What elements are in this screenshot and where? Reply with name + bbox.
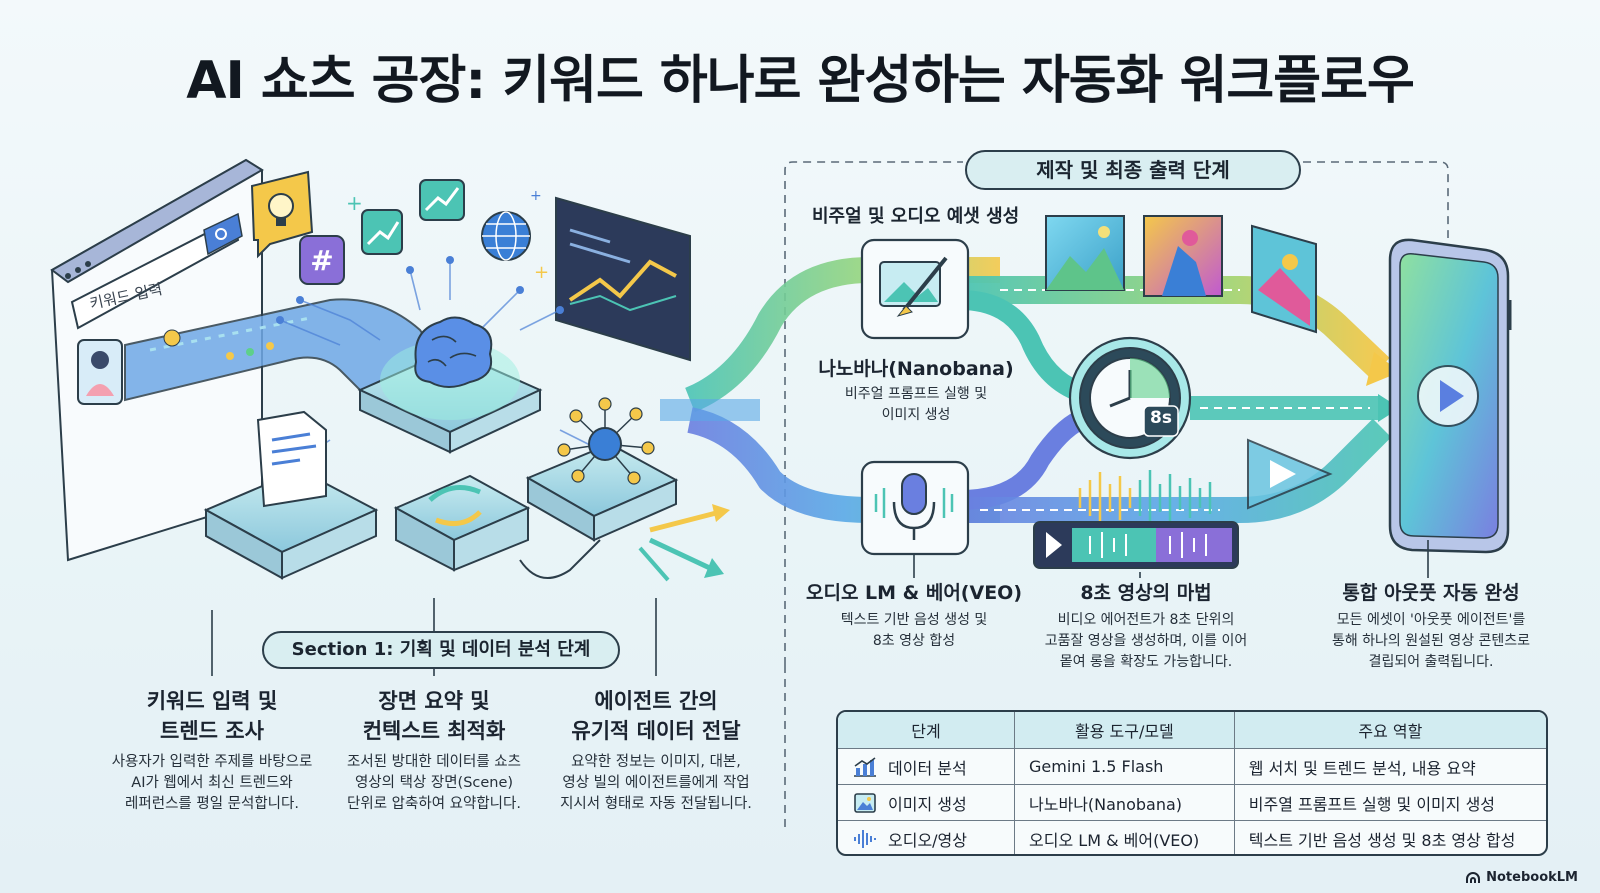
table-cell: 비주열 프롬프트 실행 및 이미지 생성 [1233, 785, 1546, 820]
table-row: 오디오/영상 오디오 LM & 베어(VEO) 텍스트 기반 음성 생성 및 8… [838, 820, 1546, 854]
step-keyword-trend: 키워드 입력 및 트렌드 조사 사용자가 입력한 주제를 바탕으로 AI가 웹에… [92, 686, 332, 815]
microphone-node [860, 460, 970, 556]
image-icon [854, 792, 876, 813]
section1-pill: Section 1: 기획 및 데이터 분석 단계 [262, 631, 620, 669]
desc-line: 비주얼 프롬프트 실행 및 [844, 386, 988, 402]
brand-name: NotebookLM [1486, 870, 1578, 885]
brand-watermark: NotebookLM [1465, 870, 1578, 885]
step-scene-summary: 장면 요약 및 컨텍스트 최적화 조서된 방대한 데이터를 쇼츠 영상의 택상 … [316, 686, 552, 815]
desc-line: 8초 영상 합성 [872, 633, 956, 649]
table-header-cell: 주요 역할 [1233, 712, 1546, 748]
step-title: 트렌드 조사 [160, 719, 264, 743]
image-thumb-2 [1143, 215, 1223, 297]
node-title: 8초 영상의 마법 [1080, 582, 1212, 604]
lightbulb-icon [250, 170, 314, 259]
analytics-monitor [555, 196, 691, 362]
node-desc: 비주얼 프롬프트 실행 및 이미지 생성 [810, 384, 1022, 426]
step-title: 장면 요약 및 [378, 689, 490, 713]
table-header-row: 단계 활용 도구/모델 주요 역할 [838, 712, 1546, 748]
desc-line: 고품잘 영상을 생성하며, 이를 이어 [1044, 633, 1248, 649]
image-brush-node [860, 238, 970, 340]
table-cell: 데이터 분석 [838, 749, 1014, 784]
desc-line: 사용자가 입력한 주제를 바탕으로 [111, 754, 313, 770]
table-cell: 텍스트 기반 음성 생성 및 8초 영상 합성 [1233, 821, 1546, 854]
table-row: 이미지 생성 나노바나(Nanobana) 비주열 프롬프트 실행 및 이미지 … [838, 784, 1546, 820]
node-desc: 비디오 에어전트가 8초 단위의 고품잘 영상을 생성하며, 이를 이어 뫁여 … [1024, 610, 1268, 673]
image-thumb-3 [1251, 224, 1317, 334]
play-triangle-icon [1247, 438, 1333, 510]
step-title: 유기적 데이터 전달 [571, 719, 741, 743]
hashtag-icon: # [299, 235, 345, 285]
waveform-icon [854, 829, 876, 848]
image-thumb-1 [1045, 215, 1125, 291]
svg-text:+: + [346, 191, 363, 215]
desc-line: 영상 빌의 에이전트를에게 작업 [562, 775, 750, 791]
desc-line: 단위로 압축하여 요약합니다. [347, 796, 521, 812]
stage-label: 이미지 생성 [888, 794, 967, 814]
svg-text:+: + [534, 262, 549, 283]
section2-sublabel: 비주얼 및 오디오 예샛 생성 [812, 206, 1020, 227]
node-desc: 모든 에셋이 '아웃풋 에이전트'를 통해 하나의 원설된 영상 콘텐츠로 결립… [1304, 610, 1558, 673]
desc-line: 레퍼런스를 평일 문석합니다. [125, 796, 299, 812]
table-cell: Gemini 1.5 Flash [1014, 749, 1234, 784]
step-agent-transfer: 에이전트 간의 유기적 데이터 전달 요약한 정보는 이미지, 대본, 영상 빌… [540, 686, 772, 815]
summary-table: 단계 활용 도구/모델 주요 역할 데이터 분석 Gemini 1.5 Flas… [836, 710, 1548, 856]
notebooklm-logo-icon [1466, 871, 1481, 883]
step-title: 에이전트 간의 [594, 689, 718, 713]
network-chip [525, 397, 730, 582]
node-title: 나노바나(Nanobana) [818, 358, 1014, 380]
globe-icon [481, 211, 531, 261]
desc-line: 통해 하나의 원설된 영상 콘텐츠로 [1331, 633, 1531, 649]
document-chip [203, 410, 379, 580]
table-cell: 나노바나(Nanobana) [1014, 785, 1234, 820]
table-cell: 이미지 생성 [838, 785, 1014, 820]
table-row: 데이터 분석 Gemini 1.5 Flash 웹 서치 및 트렌드 분석, 내… [838, 748, 1546, 784]
node-title: 통합 아웃풋 자동 완성 [1342, 582, 1520, 604]
desc-line: 조서된 방대한 데이터를 쇼츠 [347, 754, 521, 770]
step-title: 컨텍스트 최적화 [362, 719, 506, 743]
video-strip [1033, 521, 1239, 569]
svg-text:+: + [530, 188, 542, 204]
node-8s-video: 8초 영상의 마법 비디오 에어전트가 8초 단위의 고품잘 영상을 생성하며,… [1024, 580, 1268, 673]
table-header-cell: 단계 [911, 722, 941, 741]
stage-label: 오디오/영상 [888, 830, 967, 850]
brain-chip [357, 316, 543, 454]
desc-line: 지시서 형태로 자동 전달됩니다. [560, 796, 752, 812]
table-header-cell: 활용 도구/모델 [1014, 712, 1234, 748]
step-desc: 요약한 정보는 이미지, 대본, 영상 빌의 에이전트를에게 작업 지시서 형태… [540, 752, 772, 815]
node-nanobana: 나노바나(Nanobana) 비주얼 프롬프트 실행 및 이미지 생성 [810, 356, 1022, 426]
desc-line: 영상의 택상 장면(Scene) [354, 775, 514, 791]
svg-text:#: # [310, 244, 333, 277]
stage-label: 데이터 분석 [888, 758, 967, 778]
desc-line: AI가 웹에서 최신 트렌드와 [131, 775, 293, 791]
timer-clock [1068, 336, 1192, 460]
table-cell: 오디오/영상 [838, 821, 1014, 854]
page-title: AI 쇼츠 공장: 키워드 하나로 완성하는 자동화 워크플로우 [186, 51, 1415, 111]
desc-line: 이미지 생성 [881, 407, 951, 423]
trend-icon [361, 209, 403, 255]
table-cell: 오디오 LM & 베어(VEO) [1014, 821, 1234, 854]
chart-icon [854, 756, 876, 777]
step-desc: 조서된 방대한 데이터를 쇼츠 영상의 택상 장면(Scene) 단위로 압축하… [316, 752, 552, 815]
step-title: 키워드 입력 및 [146, 689, 278, 713]
desc-line: 요약한 정보는 이미지, 대본, [571, 754, 741, 770]
node-output: 통합 아웃풋 자동 완성 모든 에셋이 '아웃풋 에이전트'를 통해 하나의 원… [1304, 580, 1558, 673]
desc-line: 결립되어 출력됩니다. [1368, 654, 1494, 670]
node-audio-veo: 오디오 LM & 베어(VEO) 텍스트 기반 음성 생성 및 8초 영상 합성 [800, 580, 1028, 652]
audio-waveform [1078, 470, 1212, 526]
node-desc: 텍스트 기반 음성 생성 및 8초 영상 합성 [800, 610, 1028, 652]
desc-line: 텍스트 기반 음성 생성 및 [840, 612, 988, 628]
table-cell: 웹 서치 및 트렌드 분석, 내용 요약 [1233, 749, 1546, 784]
desc-line: 뫁여 롱을 확장도 가능합니다. [1059, 654, 1233, 670]
sync-chip [393, 474, 531, 572]
trend-icon-2 [419, 179, 465, 221]
desc-line: 모든 에셋이 '아웃풋 에이전트'를 [1336, 612, 1526, 628]
smartphone [1388, 238, 1512, 554]
node-title: 오디오 LM & 베어(VEO) [805, 582, 1023, 604]
clock-badge: 8s [1150, 408, 1172, 428]
section2-pill: 제작 및 최종 출력 단계 [965, 150, 1301, 190]
desc-line: 비디오 에어전트가 8초 단위의 [1057, 612, 1235, 628]
step-desc: 사용자가 입력한 주제를 바탕으로 AI가 웹에서 최신 트렌드와 레퍼런스를 … [92, 752, 332, 815]
